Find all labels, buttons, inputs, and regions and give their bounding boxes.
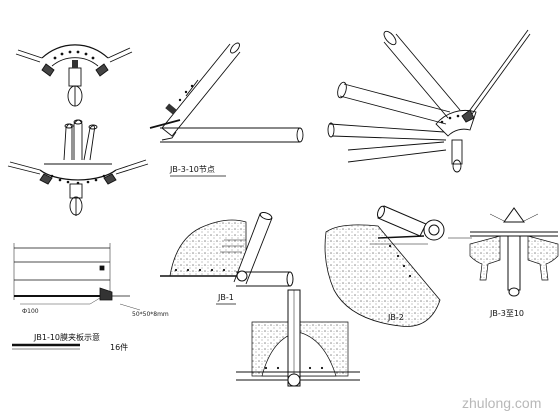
label-jb3-10: JB-3至10 <box>489 309 524 318</box>
label-plate-count: 16件 <box>110 342 128 352</box>
dim-phi100: Ф100 <box>22 308 39 315</box>
watermark: zhulong.com <box>462 395 541 411</box>
detail-jb3-10 <box>469 207 559 297</box>
label-jb2: JB-2 <box>387 313 404 322</box>
detail-post-bottom <box>236 289 360 387</box>
detail-fan-elevation <box>7 119 149 216</box>
detail-jb1 <box>160 212 294 287</box>
detail-plate <box>13 243 141 311</box>
label-jb1: JB-1 <box>217 293 234 302</box>
detail-jb2 <box>324 205 472 327</box>
detail-fan-top <box>15 44 133 107</box>
label-jb3-10-node: JB-3-10节点 <box>169 165 215 174</box>
dim-50x50: 50*50*8mm <box>132 311 169 318</box>
detail-jb3-10-node <box>149 42 304 143</box>
label-jb1-10-plate: JB1-10膜夹板示意 <box>33 332 100 342</box>
detail-fan-right <box>327 29 531 173</box>
